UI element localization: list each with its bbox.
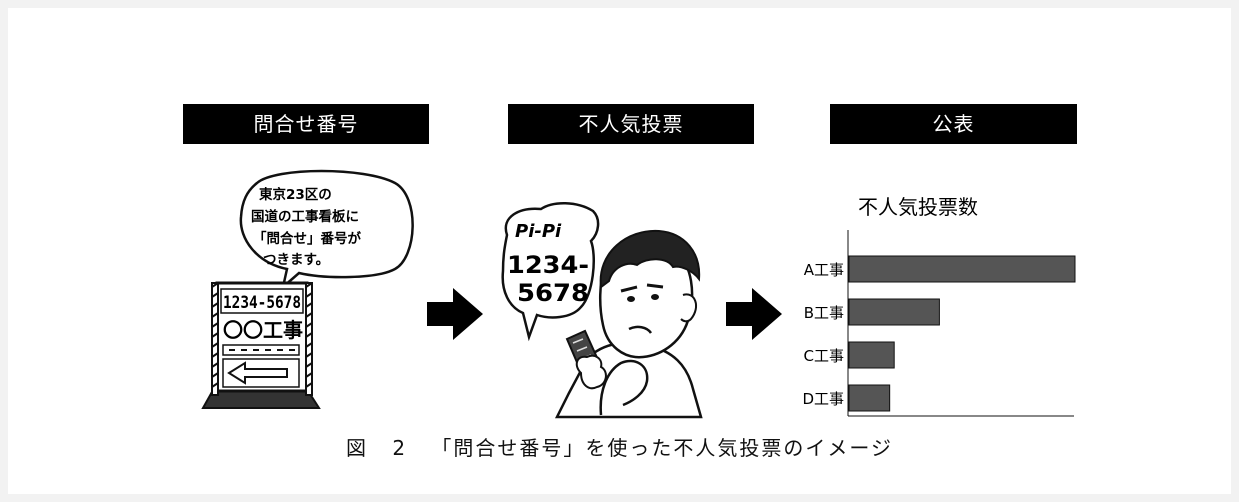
sign-bubble-line-4: つきます。 xyxy=(263,252,329,268)
man-eye-right xyxy=(651,294,659,300)
chart-bar xyxy=(848,341,895,369)
chart-bar xyxy=(848,384,891,412)
sign-bubble-line-2: 国道の工事看板に xyxy=(251,208,359,225)
speech-bubble-shape xyxy=(239,169,414,291)
construction-sign-illustration: 東京23区の 国道の工事看板に 「問合せ」番号が つきます。 1234-5678… xyxy=(201,169,414,409)
sign-bubble-line-1: 東京23区の xyxy=(259,186,332,203)
step-label-publication: 公表 xyxy=(830,104,1077,144)
phone-bubble-number-1: 1234- xyxy=(507,251,589,279)
man-ear xyxy=(680,293,698,323)
chart-category-label: B工事 xyxy=(804,304,844,322)
man-hair xyxy=(599,229,701,289)
sign-post-left xyxy=(211,282,219,396)
sign-number-panel xyxy=(220,288,304,314)
phone-bubble-shape xyxy=(501,202,600,342)
sign-name: 〇〇工事 xyxy=(223,318,303,342)
caption-number: 2 xyxy=(392,436,408,460)
step-label-unpopularity-vote: 不人気投票 xyxy=(508,104,754,144)
chart-title: 不人気投票数 xyxy=(858,195,978,219)
man-mouth xyxy=(628,325,653,334)
sign-number: 1234-5678 xyxy=(223,293,301,313)
chart-category-label: D工事 xyxy=(802,390,844,408)
man-eyebrows xyxy=(620,283,664,293)
caption-text: 「問合せ番号」を使った不人気投票のイメージ xyxy=(431,436,894,460)
phone-bubble-number-2: 5678 xyxy=(517,279,589,307)
chart-category-label: A工事 xyxy=(804,261,844,279)
man-arm xyxy=(599,359,649,416)
chart-category-label: C工事 xyxy=(804,347,844,365)
caption-fig: 図 xyxy=(345,436,368,460)
sign-stripe-panel xyxy=(222,344,300,356)
sign-post-stripes xyxy=(211,282,313,388)
sign-bubble-line-3: 「問合せ」番号が xyxy=(253,230,361,247)
phone-bubble-sound: Pi-Pi xyxy=(515,221,562,242)
sign-post-right xyxy=(305,282,313,396)
flow-arrow-2-icon xyxy=(726,288,782,340)
step-label-inquiry-number: 問合せ番号 xyxy=(183,104,429,144)
man-hand xyxy=(575,354,607,390)
chart-bar xyxy=(848,255,1076,283)
chart-bar xyxy=(848,298,940,326)
left-arrow-icon xyxy=(227,361,288,385)
flow-arrow-1-icon xyxy=(427,288,483,340)
man-with-phone-illustration: Pi-Pi 1234- 5678 xyxy=(501,202,703,419)
chart-plot: A工事 B工事 C工事 D工事 xyxy=(802,230,1076,417)
unpopularity-vote-chart: 不人気投票数 A工事 B工事 C工事 D工事 xyxy=(802,195,1076,417)
figure-caption: 図 2 「問合せ番号」を使った不人気投票のイメージ xyxy=(0,432,1239,461)
man-eye-left xyxy=(627,296,635,302)
